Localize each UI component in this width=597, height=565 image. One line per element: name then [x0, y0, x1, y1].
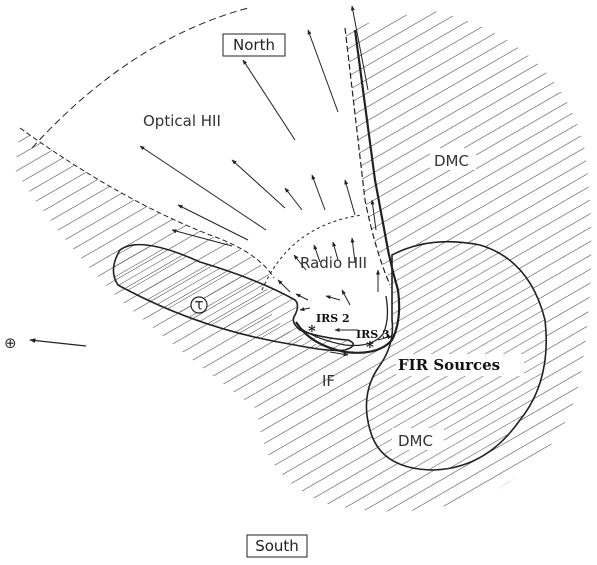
fir-sources-label: FIR Sources: [398, 356, 500, 374]
irs3-label: IRS 3: [356, 328, 390, 341]
south-label: South: [255, 537, 299, 555]
irs3-star: *: [366, 338, 374, 356]
dmc-inner-label: DMC: [398, 432, 433, 450]
if-label: IF: [322, 372, 335, 390]
tau-symbol: τ: [194, 296, 203, 314]
north-label: North: [233, 36, 275, 54]
south-box: [246, 534, 308, 558]
tau-circle: [190, 296, 208, 314]
flow-arrows: [139, 5, 393, 357]
optical-boundary-arc: [31, 7, 249, 149]
irs2-label: IRS 2: [316, 312, 350, 325]
left-edge-line: [19, 127, 275, 279]
tau-finger: [112, 243, 355, 352]
optical-hii-label: Optical HII: [143, 112, 221, 130]
earth-icon: ⊕: [4, 334, 17, 352]
dmc-top-label: DMC: [434, 152, 469, 170]
radio-hii-boundary: [261, 214, 363, 291]
radio-hii-label: Radio HII: [300, 254, 367, 272]
ionization-front-inner: [299, 295, 389, 347]
irs2-star: *: [308, 322, 316, 340]
ionization-front: [295, 29, 401, 354]
north-box: [222, 33, 286, 57]
earth-direction-arrow: [29, 338, 87, 347]
